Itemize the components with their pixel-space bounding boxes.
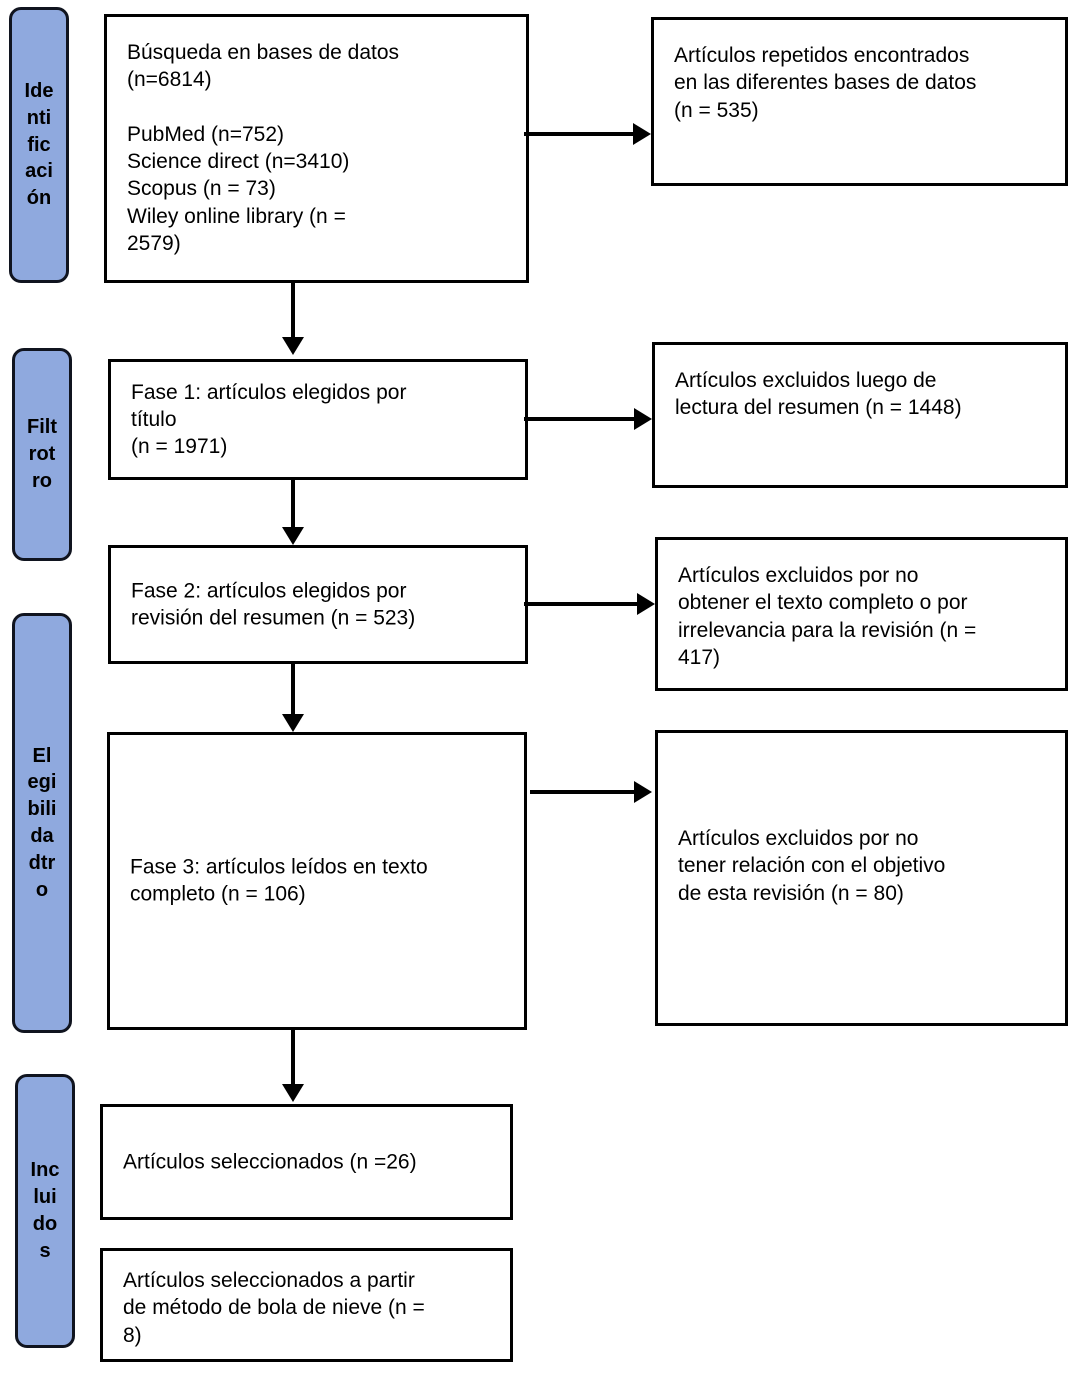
box-selected: Artículos seleccionados (n =26) — [100, 1104, 513, 1220]
box-excluded3: Artículos excluidos por no tener relació… — [655, 730, 1068, 1026]
connector-phase3-to-selected-arrowhead — [282, 1084, 304, 1102]
box-phase3: Fase 3: artículos leídos en texto comple… — [107, 732, 527, 1030]
box-excluded2: Artículos excluidos por no obtener el te… — [655, 537, 1068, 691]
box-excluded1: Artículos excluidos luego de lectura del… — [652, 342, 1068, 488]
connector-phase3-to-excluded3-arrowhead — [634, 781, 652, 803]
stage-elegibilidad-label: Elegibilidadtro — [27, 744, 57, 901]
connector-phase2-to-excluded2-arrowhead — [637, 593, 655, 615]
box-excluded2-text: Artículos excluidos por no obtener el te… — [678, 564, 977, 669]
box-phase2: Fase 2: artículos elegidos por revisión … — [108, 545, 528, 664]
connector-phase3-to-selected — [291, 1030, 295, 1088]
box-phase1: Fase 1: artículos elegidos por título (n… — [108, 359, 528, 480]
stage-filtro-label: Filtrotro — [27, 416, 57, 492]
connector-search-to-duplicates — [524, 132, 636, 136]
box-duplicates-text: Artículos repetidos encontrados en las d… — [674, 44, 977, 122]
connector-phase2-to-phase3 — [291, 663, 295, 718]
box-phase3-text: Fase 3: artículos leídos en texto comple… — [130, 855, 428, 906]
connector-phase1-to-phase2 — [291, 479, 295, 531]
box-excluded3-text: Artículos excluidos por no tener relació… — [678, 827, 946, 905]
connector-phase2-to-phase3-arrowhead — [282, 714, 304, 732]
box-snowball-text: Artículos seleccionados a partir de méto… — [123, 1269, 425, 1347]
box-search-text: Búsqueda en bases de datos (n=6814) PubM… — [127, 41, 400, 256]
connector-phase1-to-phase2-arrowhead — [282, 527, 304, 545]
connector-phase2-to-excluded2 — [524, 602, 640, 606]
connector-search-to-phase1 — [291, 283, 295, 341]
stage-filtro: Filtrotro — [12, 348, 72, 561]
connector-phase3-to-excluded3 — [530, 790, 637, 794]
box-selected-text: Artículos seleccionados (n =26) — [123, 1150, 417, 1174]
connector-search-to-duplicates-arrowhead — [633, 123, 651, 145]
stage-elegibilidad: Elegibilidadtro — [12, 613, 72, 1033]
box-phase1-text: Fase 1: artículos elegidos por título (n… — [131, 380, 407, 459]
stage-identificacion: Identificación — [9, 7, 69, 283]
box-search: Búsqueda en bases de datos (n=6814) PubM… — [104, 14, 529, 283]
stage-identificacion-label: Identificación — [24, 80, 54, 210]
box-excluded1-text: Artículos excluidos luego de lectura del… — [675, 369, 962, 420]
box-snowball: Artículos seleccionados a partir de méto… — [100, 1248, 513, 1362]
stage-incluidos: Incluidos — [15, 1074, 75, 1348]
stage-incluidos-label: Incluidos — [30, 1159, 60, 1262]
connector-phase1-to-excluded1 — [524, 417, 637, 421]
connector-phase1-to-excluded1-arrowhead — [634, 408, 652, 430]
connector-search-to-phase1-arrowhead — [282, 337, 304, 355]
box-phase2-text: Fase 2: artículos elegidos por revisión … — [131, 579, 416, 630]
box-duplicates: Artículos repetidos encontrados en las d… — [651, 17, 1068, 186]
